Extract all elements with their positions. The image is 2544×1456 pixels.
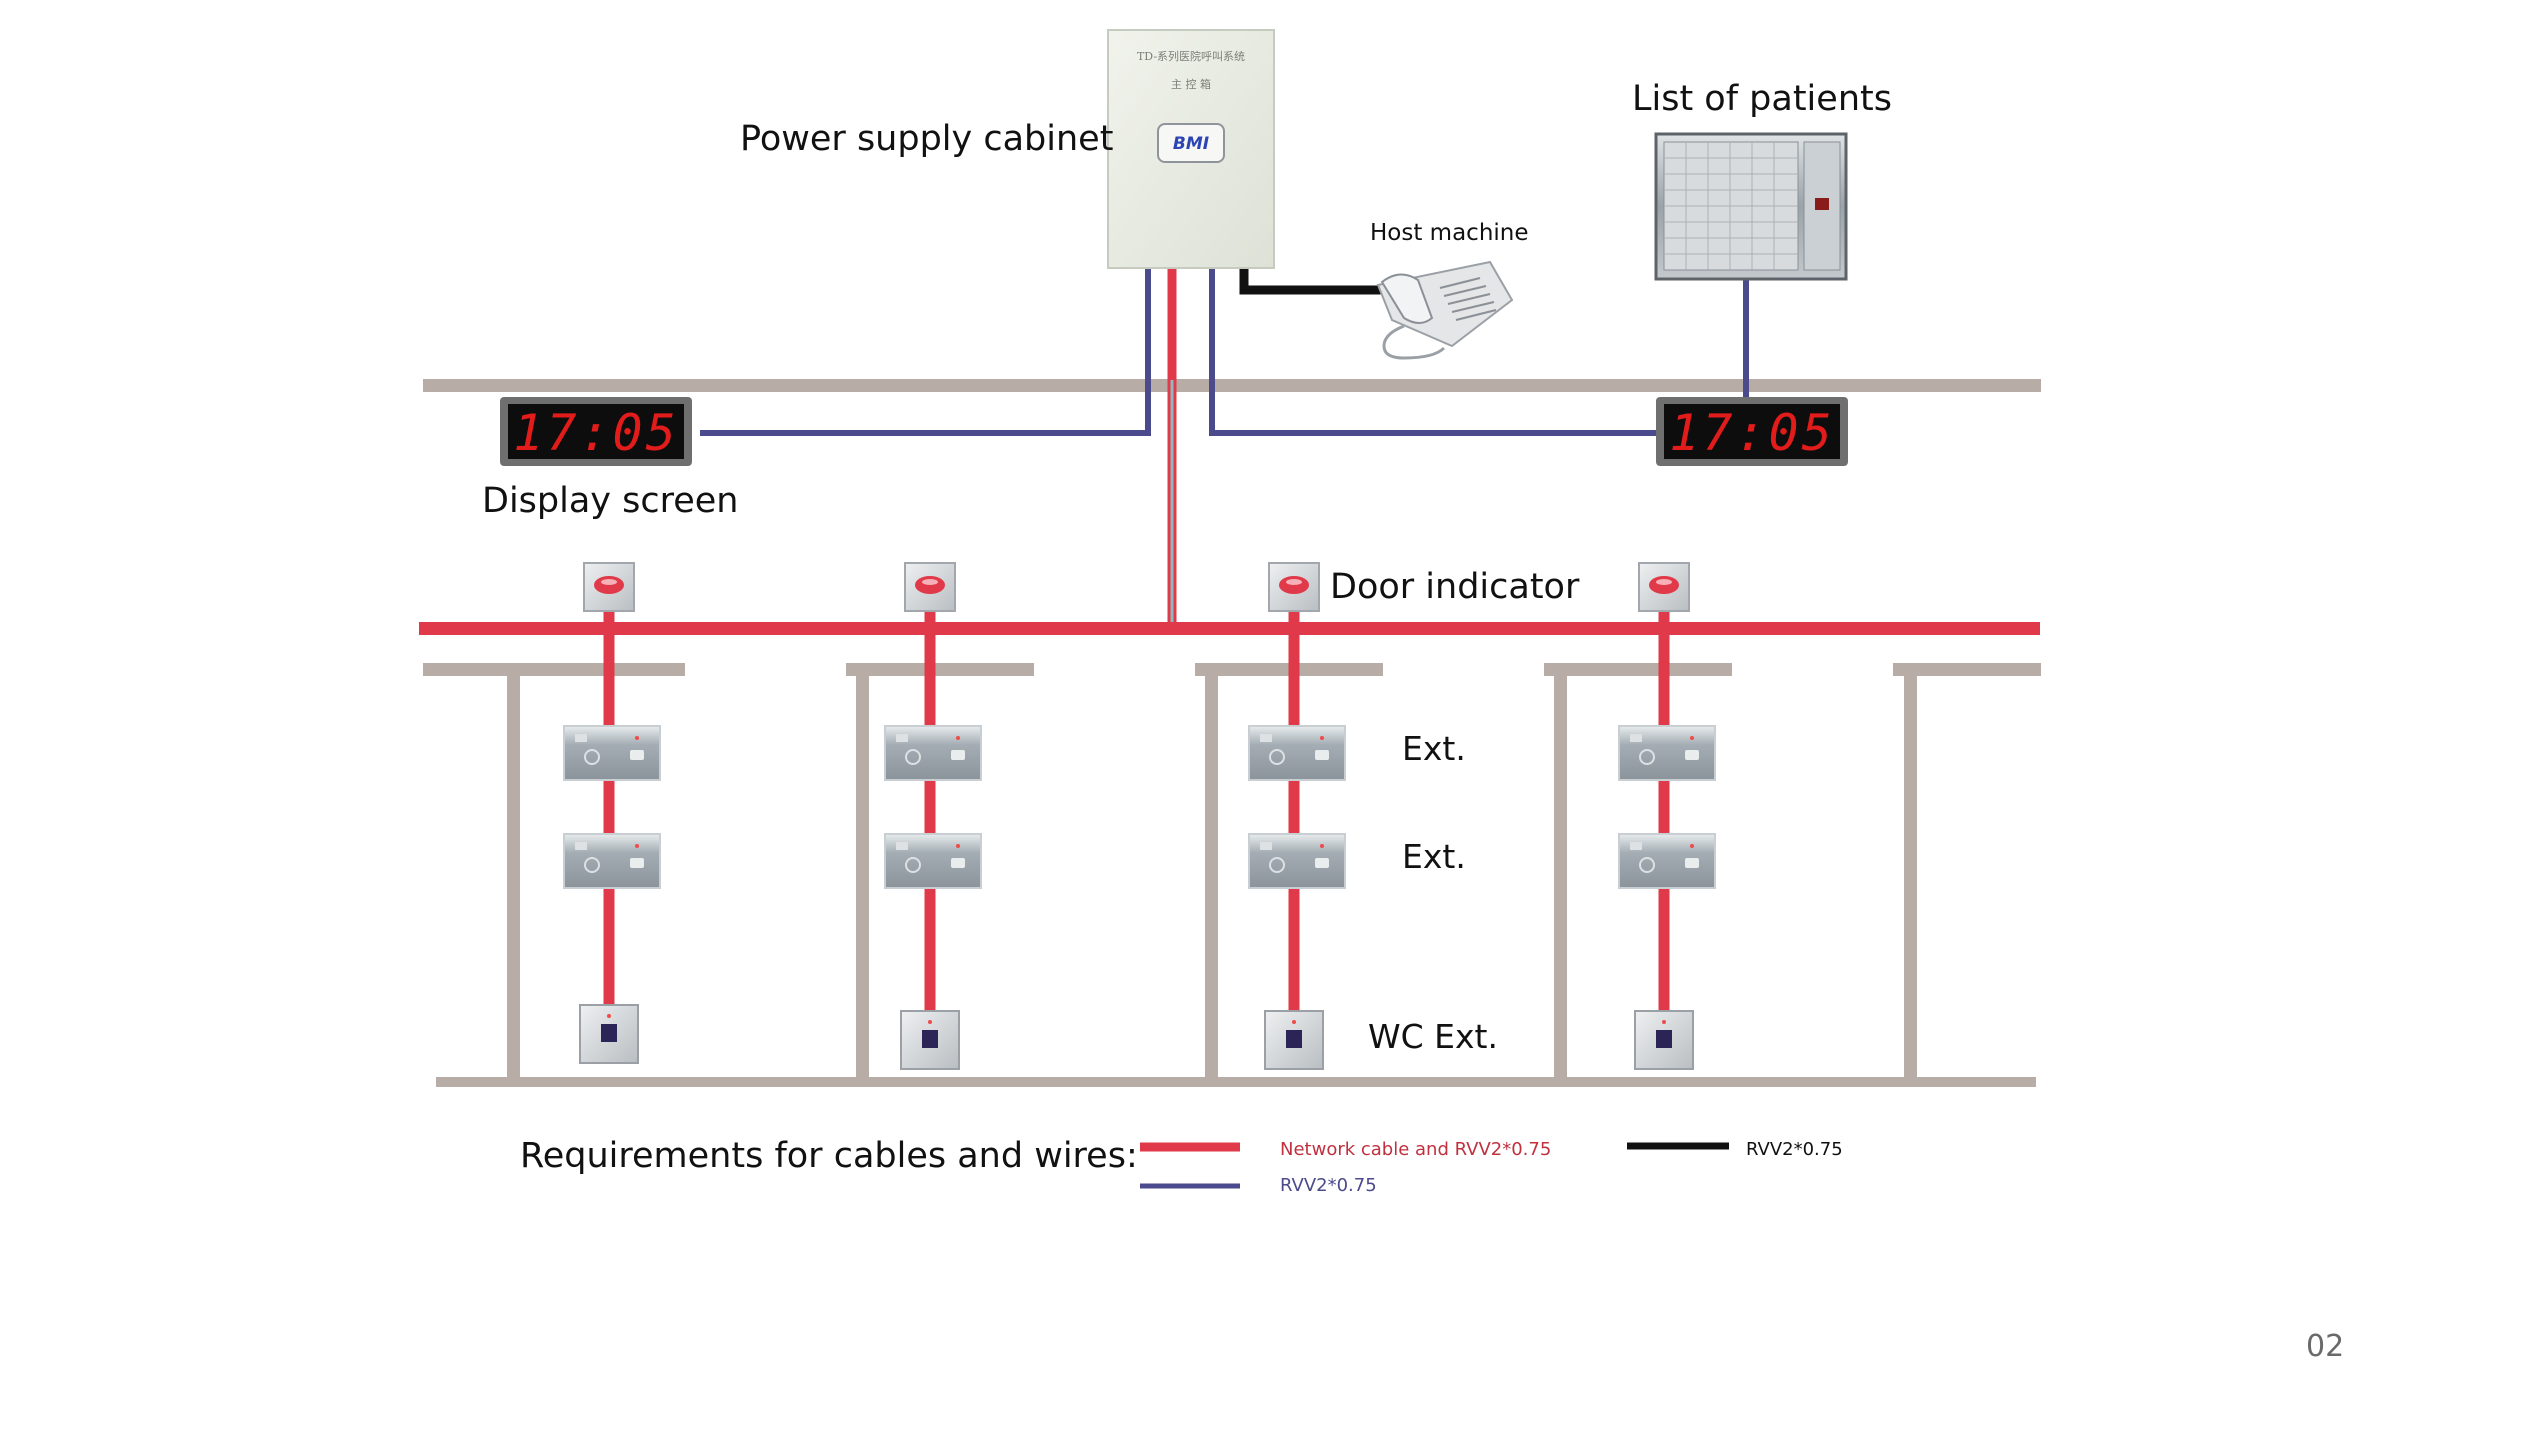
blue-cable-left-display [700,268,1151,436]
legend-title: Requirements for cables and wires: [520,1136,1138,1176]
patients-list-indicator [1815,198,1829,210]
room-divider-4 [1554,676,1567,1084]
cables [419,268,2040,1016]
display-screen-right: 17:05 [1656,397,1848,466]
display-screen-left: 17:05 [500,397,692,466]
label-ext-2: Ext. [1402,837,1466,876]
black-cable-host [1239,268,1395,295]
wc-ext-room4 [1634,1010,1694,1070]
ext-unit-room3-a [1248,725,1346,781]
room-divider-2 [856,676,869,1084]
room-top-wall-5 [1893,663,2041,676]
patients-list-grid [1664,142,1798,270]
ext-unit-room4-a [1618,725,1716,781]
room-top-wall-2 [846,663,1034,676]
door-indicator-4 [1638,562,1690,612]
cabinet-model-text: TD-系列医院呼叫系统 [1137,49,1245,63]
power-supply-cabinet: TD-系列医院呼叫系统 主 控 箱 BMI [1107,29,1275,269]
label-host-machine: Host machine [1370,220,1529,246]
top-wall [423,379,2041,392]
door-indicator-2 [904,562,956,612]
room-top-wall-1 [423,663,685,676]
room-divider-1 [507,676,520,1084]
ext-unit-room1-b [563,833,661,889]
blue-cable-right-display [1209,268,1658,436]
red-cable-bus [419,622,2040,635]
label-display-screen: Display screen [482,481,738,521]
wc-ext-room1 [579,1004,639,1064]
room-divider-5 [1904,676,1917,1084]
door-indicator-3 [1268,562,1320,612]
display-screen-right-time: 17:05 [1669,404,1835,462]
ext-unit-room4-b [1618,833,1716,889]
ext-unit-room2-a [884,725,982,781]
legend: Requirements for cables and wires: Netwo… [520,1136,1843,1196]
label-ext-1: Ext. [1402,729,1466,768]
door-indicator-1 [583,562,635,612]
legend-label-rvv-black: RVV2*0.75 [1746,1139,1843,1160]
patients-list-panel [1654,132,1848,281]
ext-unit-room2-b [884,833,982,889]
legend-label-network: Network cable and RVV2*0.75 [1280,1139,1551,1160]
wc-ext-room3 [1264,1010,1324,1070]
host-machine [1376,260,1514,360]
bottom-wall [436,1077,2036,1087]
legend-label-rvv-blue: RVV2*0.75 [1280,1175,1377,1196]
display-screen-left-time: 17:05 [513,404,679,462]
host-cord [1382,324,1446,360]
wc-ext-room2 [900,1010,960,1070]
cabinet-logo: BMI [1173,134,1209,154]
label-door-indicator: Door indicator [1330,567,1580,607]
ext-unit-room3-b [1248,833,1346,889]
host-keypad [1439,277,1497,321]
host-handset [1380,273,1434,324]
cabinet-title-text: 主 控 箱 [1171,77,1211,91]
label-power-supply-cabinet: Power supply cabinet [740,119,1113,159]
label-list-of-patients: List of patients [1632,79,1892,119]
room-top-wall-4 [1544,663,1732,676]
cabinet-logo-badge [1157,123,1225,163]
ext-unit-room1-a [563,725,661,781]
room-divider-3 [1205,676,1218,1084]
label-wc-ext: WC Ext. [1368,1017,1498,1056]
page-number: 02 [2306,1329,2344,1364]
